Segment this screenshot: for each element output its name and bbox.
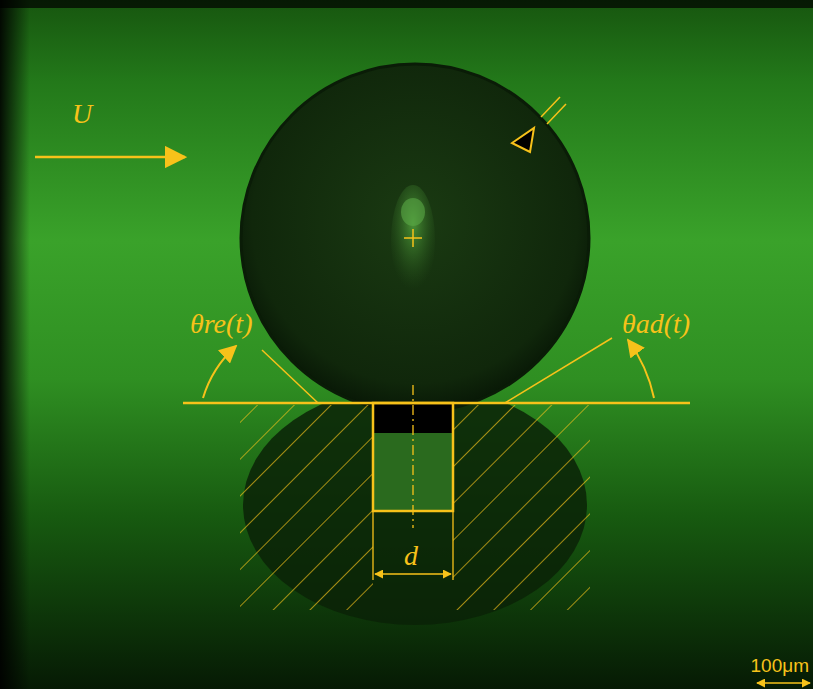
angle-label: θre(t): [190, 310, 252, 338]
scale-label: 100μm: [751, 656, 809, 675]
dimension-label: d: [404, 542, 418, 570]
angle-label: θad(t): [622, 310, 690, 338]
velocity-label: U: [72, 100, 92, 128]
